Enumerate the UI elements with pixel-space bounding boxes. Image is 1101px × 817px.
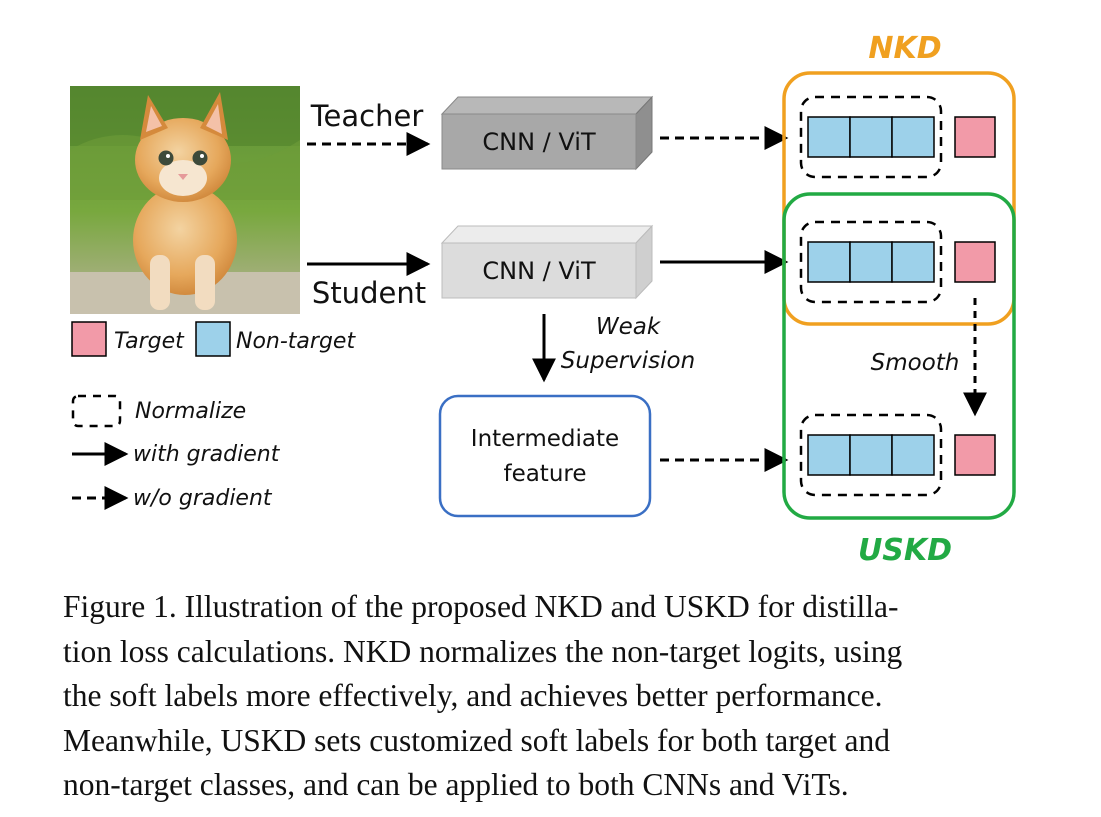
legend-normalize-label: Normalize [135,399,246,424]
legend-without-gradient-label: w/o gradient [133,486,273,511]
legend-target-label: Target [114,329,185,354]
student-model-box: CNN / ViT [440,224,654,300]
legend-normalize-icon [71,394,122,428]
student-logits [799,220,996,304]
caption-line: Figure 1. Illustration of the proposed N… [63,589,899,624]
nkd-region [782,71,1016,326]
distillation-diagram: Teacher Student CNN / ViT CNN / ViT Weak… [70,31,1016,568]
non-target-cell [807,116,851,158]
caption-line: the soft labels more effectively, and ac… [63,678,883,713]
non-target-cell [891,116,935,158]
non-target-cell [807,241,851,283]
cat-photo [70,86,300,314]
non-target-cell [849,434,893,476]
caption-line: non-target classes, and can be applied t… [63,767,849,802]
non-target-cell [807,434,851,476]
caption-line: tion loss calculations. NKD normalizes t… [63,633,903,669]
uskd-logits [799,413,996,497]
student-label: Student [312,276,426,310]
normalize-dashed-box [799,413,943,497]
non-target-cell [891,241,935,283]
caption-line: Meanwhile, USKD sets customized soft lab… [63,722,890,758]
feature-label: feature [503,461,586,487]
teacher-label: Teacher [310,99,424,133]
legend-non-target-swatch [195,321,231,357]
teacher-logits [799,95,996,179]
non-target-cell [849,116,893,158]
non-target-cell [891,434,935,476]
legend-target-swatch [71,321,107,357]
legend-non-target-label: Non-target [236,329,356,354]
normalize-dashed-box [799,95,943,179]
nkd-title: NKD [868,31,941,66]
uskd-region [782,192,1016,520]
weak-label: Weak [596,314,662,340]
teacher-model-label: CNN / ViT [482,128,596,156]
teacher-model-box: CNN / ViT [440,95,654,171]
supervision-label: Supervision [561,348,695,374]
uskd-title: USKD [858,533,952,568]
figure-caption: Figure 1. Illustration of the proposed N… [63,585,1043,808]
normalize-dashed-box [799,220,943,304]
intermediate-label: Intermediate [471,426,619,452]
target-cell [954,241,996,283]
intermediate-feature-box [438,394,652,518]
student-model-label: CNN / ViT [482,257,596,285]
target-cell [954,434,996,476]
non-target-cell [849,241,893,283]
legend-with-gradient-label: with gradient [133,442,281,467]
target-cell [954,116,996,158]
smooth-label: Smooth [871,350,960,376]
legend: Target Non-target Normalize with gradien… [71,321,356,511]
